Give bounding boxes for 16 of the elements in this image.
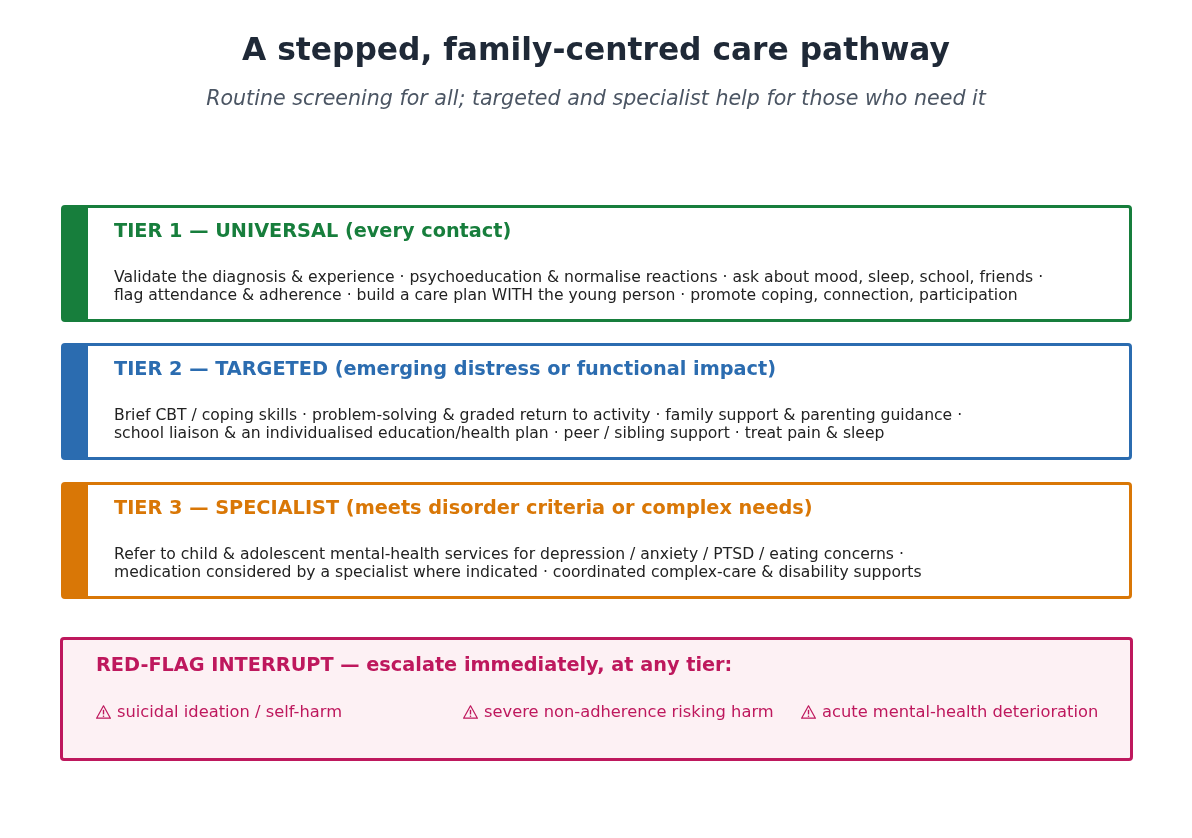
tier-heading: TIER 1 — UNIVERSAL (every contact) bbox=[114, 219, 512, 243]
alert-heading: RED-FLAG INTERRUPT — escalate immediately, at any tier: bbox=[96, 653, 733, 677]
warning-item: acute mental-health deterioration bbox=[822, 702, 1099, 722]
tier-card bbox=[61, 205, 1132, 322]
tier-heading: TIER 2 — TARGETED (emerging distress or functional impact) bbox=[114, 357, 777, 381]
subtitle: Routine screening for all; targeted and specialist help for those who need it bbox=[205, 85, 988, 111]
tier-heading: TIER 3 — SPECIALIST (meets disorder criteria or complex needs) bbox=[114, 496, 813, 520]
tier-card bbox=[61, 482, 1132, 599]
tier-description: Brief CBT / coping skills · problem-solving & graded return to activity · family support & parenting guidance · school liaison & an individualised education/health plan · peer / sibling support · treat pain & sleep bbox=[114, 406, 964, 442]
alert-panel bbox=[60, 637, 1133, 761]
tier-description: Refer to child & adolescent mental-health services for depression / anxiety / PTSD / eating concerns · medication considered by a specialist where indicated · coordinated complex-care & disability supports bbox=[114, 545, 923, 581]
diagram-title: A stepped, family-centred care pathway bbox=[241, 30, 951, 69]
warning-item: severe non-adherence risking harm bbox=[484, 702, 774, 722]
warning-item: suicidal ideation / self-harm bbox=[117, 702, 342, 722]
tier-card bbox=[61, 343, 1132, 460]
tier-description: Validate the diagnosis & experience · psychoeducation & normalise reactions · ask about mood, sleep, school, friends · flag attendance & adherence · build a care plan WITH the young person · promote coping, connection, participation bbox=[114, 268, 1045, 304]
